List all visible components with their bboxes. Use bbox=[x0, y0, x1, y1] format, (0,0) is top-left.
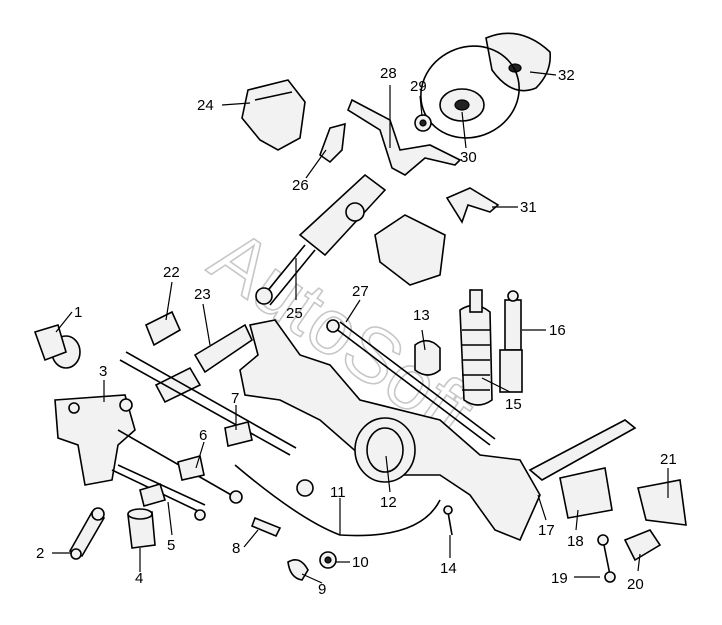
callout-24: 24 bbox=[197, 97, 214, 114]
callout-3: 3 bbox=[99, 363, 107, 380]
callout-11: 11 bbox=[330, 484, 346, 501]
part-clip bbox=[287, 559, 309, 581]
part-leaf-spring bbox=[528, 419, 637, 481]
callout-labels: 1 2 3 4 5 6 7 8 9 10 11 12 13 14 15 16 1… bbox=[36, 65, 677, 598]
callout-8: 8 bbox=[232, 540, 240, 557]
callout-28: 28 bbox=[380, 65, 397, 82]
part-axle-frame bbox=[239, 319, 541, 542]
callout-7: 7 bbox=[231, 390, 239, 407]
part-yoke bbox=[144, 310, 182, 347]
part-steering-wheel bbox=[420, 45, 520, 139]
part-coupling bbox=[33, 324, 81, 369]
part-damper-cylinder bbox=[127, 508, 156, 549]
callout-29: 29 bbox=[410, 78, 427, 95]
part-mount-bracket bbox=[445, 187, 500, 224]
callout-27: 27 bbox=[352, 283, 369, 300]
callout-26: 26 bbox=[292, 177, 309, 194]
part-column-support bbox=[374, 214, 446, 286]
callout-12: 12 bbox=[380, 494, 397, 511]
part-bracket bbox=[319, 122, 346, 164]
part-bolt bbox=[250, 516, 282, 538]
callout-17: 17 bbox=[538, 522, 555, 539]
callout-5: 5 bbox=[167, 537, 175, 554]
part-pitman-arm bbox=[68, 507, 106, 560]
callout-13: 13 bbox=[413, 307, 430, 324]
part-shock-absorber bbox=[459, 289, 493, 406]
part-track-rod bbox=[326, 319, 496, 446]
callout-10: 10 bbox=[352, 554, 369, 571]
callout-6: 6 bbox=[199, 427, 207, 444]
callout-31: 31 bbox=[520, 199, 537, 216]
part-intermediate-shaft bbox=[154, 323, 254, 404]
leader-lines bbox=[52, 71, 669, 584]
part-side-bracket bbox=[637, 479, 687, 526]
callout-21: 21 bbox=[660, 451, 677, 468]
callout-1: 1 bbox=[74, 304, 82, 321]
part-steering-column bbox=[255, 173, 387, 306]
part-damper bbox=[499, 290, 523, 393]
callout-4: 4 bbox=[135, 570, 143, 587]
callout-16: 16 bbox=[549, 322, 566, 339]
callout-30: 30 bbox=[460, 149, 477, 166]
callout-2: 2 bbox=[36, 545, 44, 562]
callout-19: 19 bbox=[551, 570, 568, 587]
callout-14: 14 bbox=[440, 560, 457, 577]
part-column-shroud bbox=[241, 79, 306, 151]
part-nut bbox=[414, 114, 432, 132]
part-lower-bracket bbox=[623, 529, 662, 562]
callout-23: 23 bbox=[194, 286, 211, 303]
part-bushing bbox=[319, 551, 337, 569]
part-steering-gear bbox=[54, 394, 136, 486]
part-bump-stop bbox=[414, 339, 441, 376]
callout-22: 22 bbox=[163, 264, 180, 281]
callout-15: 15 bbox=[505, 396, 522, 413]
part-link bbox=[597, 534, 616, 583]
part-linkages bbox=[111, 351, 314, 521]
part-stalk-switch bbox=[347, 98, 462, 176]
callout-18: 18 bbox=[567, 533, 584, 550]
callout-25: 25 bbox=[286, 305, 303, 322]
callout-20: 20 bbox=[627, 576, 644, 593]
parts-artwork bbox=[33, 32, 687, 583]
part-small-bolt bbox=[443, 505, 453, 536]
callout-32: 32 bbox=[558, 67, 575, 84]
part-plate bbox=[559, 467, 613, 519]
callout-9: 9 bbox=[318, 581, 326, 598]
